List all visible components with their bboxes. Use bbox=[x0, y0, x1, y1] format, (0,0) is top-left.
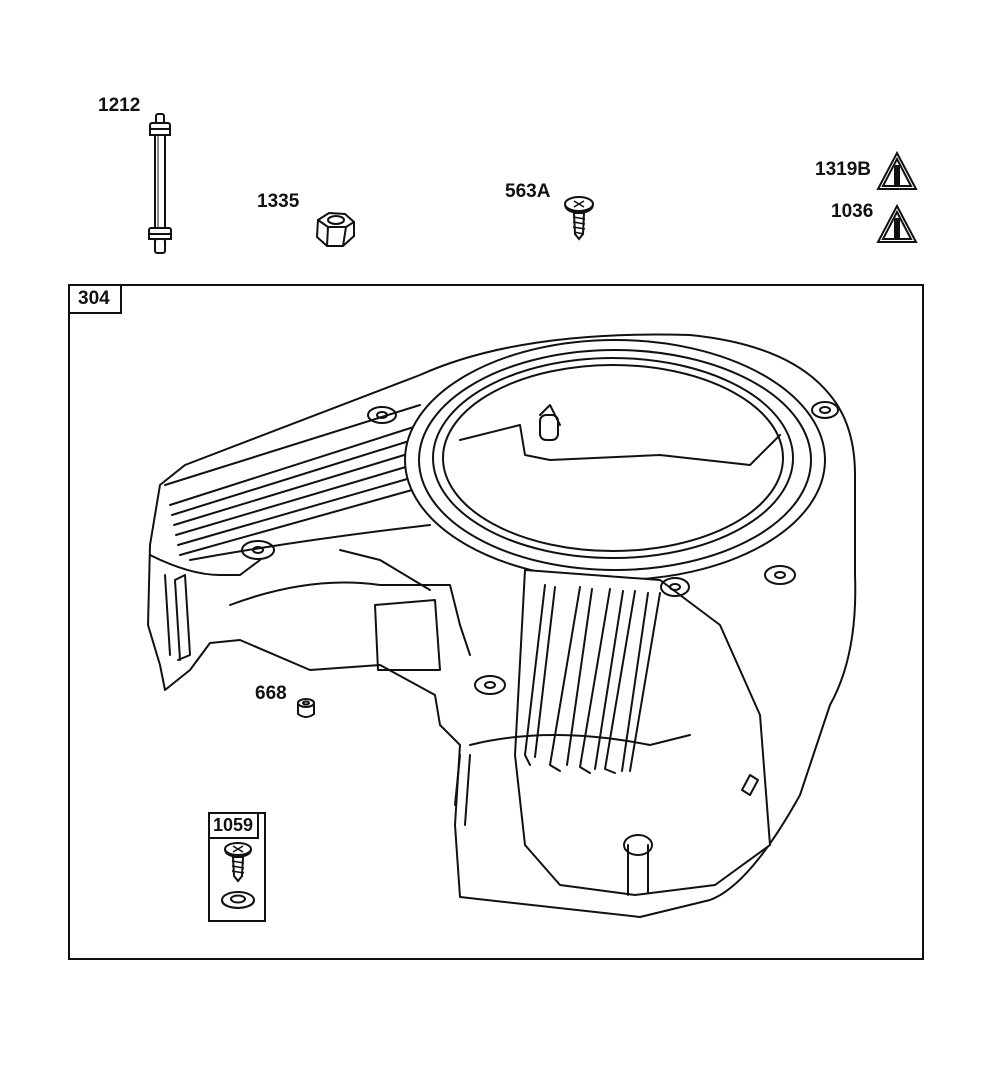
hex-nut-1335 bbox=[312, 210, 358, 250]
callout-1319B: 1319B bbox=[815, 159, 871, 180]
screw-563A bbox=[562, 194, 596, 240]
callout-1212: 1212 bbox=[98, 95, 141, 116]
callout-1059: 1059 bbox=[208, 812, 260, 839]
callout-1036: 1036 bbox=[831, 201, 874, 222]
warning-triangle-icon bbox=[876, 150, 918, 192]
callout-304: 304 bbox=[68, 284, 122, 314]
screw-with-washer-1059 bbox=[218, 840, 258, 918]
warning-triangle-icon bbox=[876, 203, 918, 245]
housing-group-frame bbox=[68, 284, 924, 960]
blower-housing bbox=[130, 325, 870, 925]
callout-563A: 563A bbox=[505, 181, 551, 202]
callout-668: 668 bbox=[255, 683, 287, 704]
grommet-668 bbox=[294, 697, 318, 721]
callout-1335: 1335 bbox=[257, 191, 300, 212]
stud-1212 bbox=[140, 112, 180, 257]
